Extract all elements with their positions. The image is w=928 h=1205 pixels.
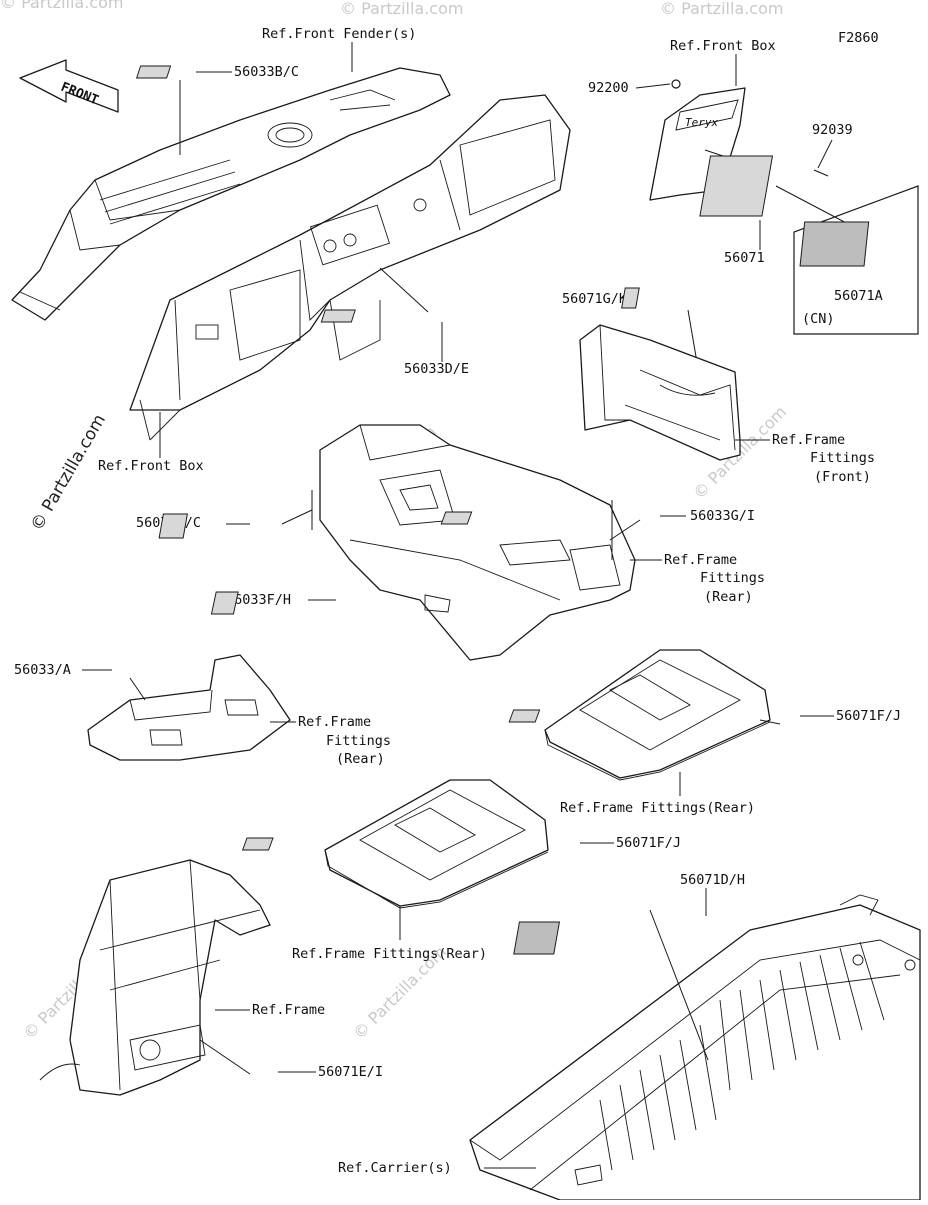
decal-56071fj-1 [508,709,541,723]
part-92039-label: 92039 [812,122,853,138]
decal-56071fj-2 [241,837,274,851]
ref-front-fenders-label: Ref.Front Fender(s) [262,26,416,42]
part-56071-label: 56071 [724,250,765,266]
carrier-drawing [469,894,921,1201]
watermark-tile: © Partzilla.com [660,0,783,18]
floor-plate-drawing [87,654,291,761]
ref-front-box-left-label: Ref.Front Box [98,458,204,474]
ref-frame-fittings-front-label-1: Ref.Frame [772,432,845,448]
decal-56033bc [135,65,172,79]
svg-text:Teryx: Teryx [685,116,718,129]
part-56071fj-2-label: 56071F/J [616,835,681,851]
part-56033a-label: 56033/A [14,662,71,678]
part-56071gk-label: 56071G/K [562,291,628,307]
ref-frame-fittings-rear-plate-label-1: Ref.Frame [298,714,371,730]
ref-frame-fittings-rear-console-label-1: Ref.Frame [664,552,737,568]
watermark-tile: © Partzilla.com [0,0,123,12]
part-56071dh-label: 56071D/H [680,872,745,888]
ref-front-box-top-label: Ref.Front Box [670,38,776,54]
cn-label: (CN) [802,311,835,327]
cn-variant-box: 56071A (CN) [793,185,919,335]
ref-frame-fittings-rear-plate-label-3: (Rear) [336,751,385,767]
decal-56033gi [440,511,473,525]
center-console-drawing [319,424,636,661]
part-56033fh-label: 56033F/H [226,592,291,608]
frame-drawing [39,859,271,1096]
watermark-tile: © Partzilla.com [340,0,463,18]
decal-56071gk [621,287,640,309]
decal-56033fh [210,591,239,615]
ref-frame-fittings-front-label-2: Fittings [810,450,875,466]
ref-frame-fittings-rear-console-label-2: Fittings [700,570,765,586]
frame-fittings-front-drawing [579,324,741,461]
part-56033gi-label: 56033G/I [690,508,755,524]
diagram-code: F2860 [838,30,879,46]
front-arrow-icon: FRONT [19,59,119,113]
ref-frame-fittings-rear-console-label-3: (Rear) [704,589,753,605]
decal-56071 [699,155,774,217]
part-56071ei-label: 56071E/I [318,1064,383,1080]
front-box-drawing [129,94,571,441]
part-92200-label: 92200 [588,80,629,96]
decal-56071a [799,221,870,267]
decal-56071bc [158,513,188,539]
ref-frame-fittings-rear-plate-label-2: Fittings [326,733,391,749]
part-56033de-label: 56033D/E [404,361,469,377]
tray-2-drawing [324,779,549,909]
ref-frame-fittings-rear-tray1-label: Ref.Frame Fittings(Rear) [560,800,755,816]
decal-56071dh [513,921,561,955]
clip-92200-icon [671,79,681,89]
front-fender-drawing [11,67,451,321]
tray-1-drawing [544,649,771,781]
ref-frame-fittings-front-label-3: (Front) [814,469,871,485]
ref-frame-label: Ref.Frame [252,1002,325,1018]
decal-56033de [320,309,356,323]
ref-carriers-label: Ref.Carrier(s) [338,1160,452,1176]
part-56033bc-label: 56033B/C [234,64,299,80]
part-56071fj-1-label: 56071F/J [836,708,901,724]
rivet-92039-icon [813,169,829,177]
ref-frame-fittings-rear-tray2-label: Ref.Frame Fittings(Rear) [292,946,487,962]
part-56071a-label: 56071A [834,288,883,304]
